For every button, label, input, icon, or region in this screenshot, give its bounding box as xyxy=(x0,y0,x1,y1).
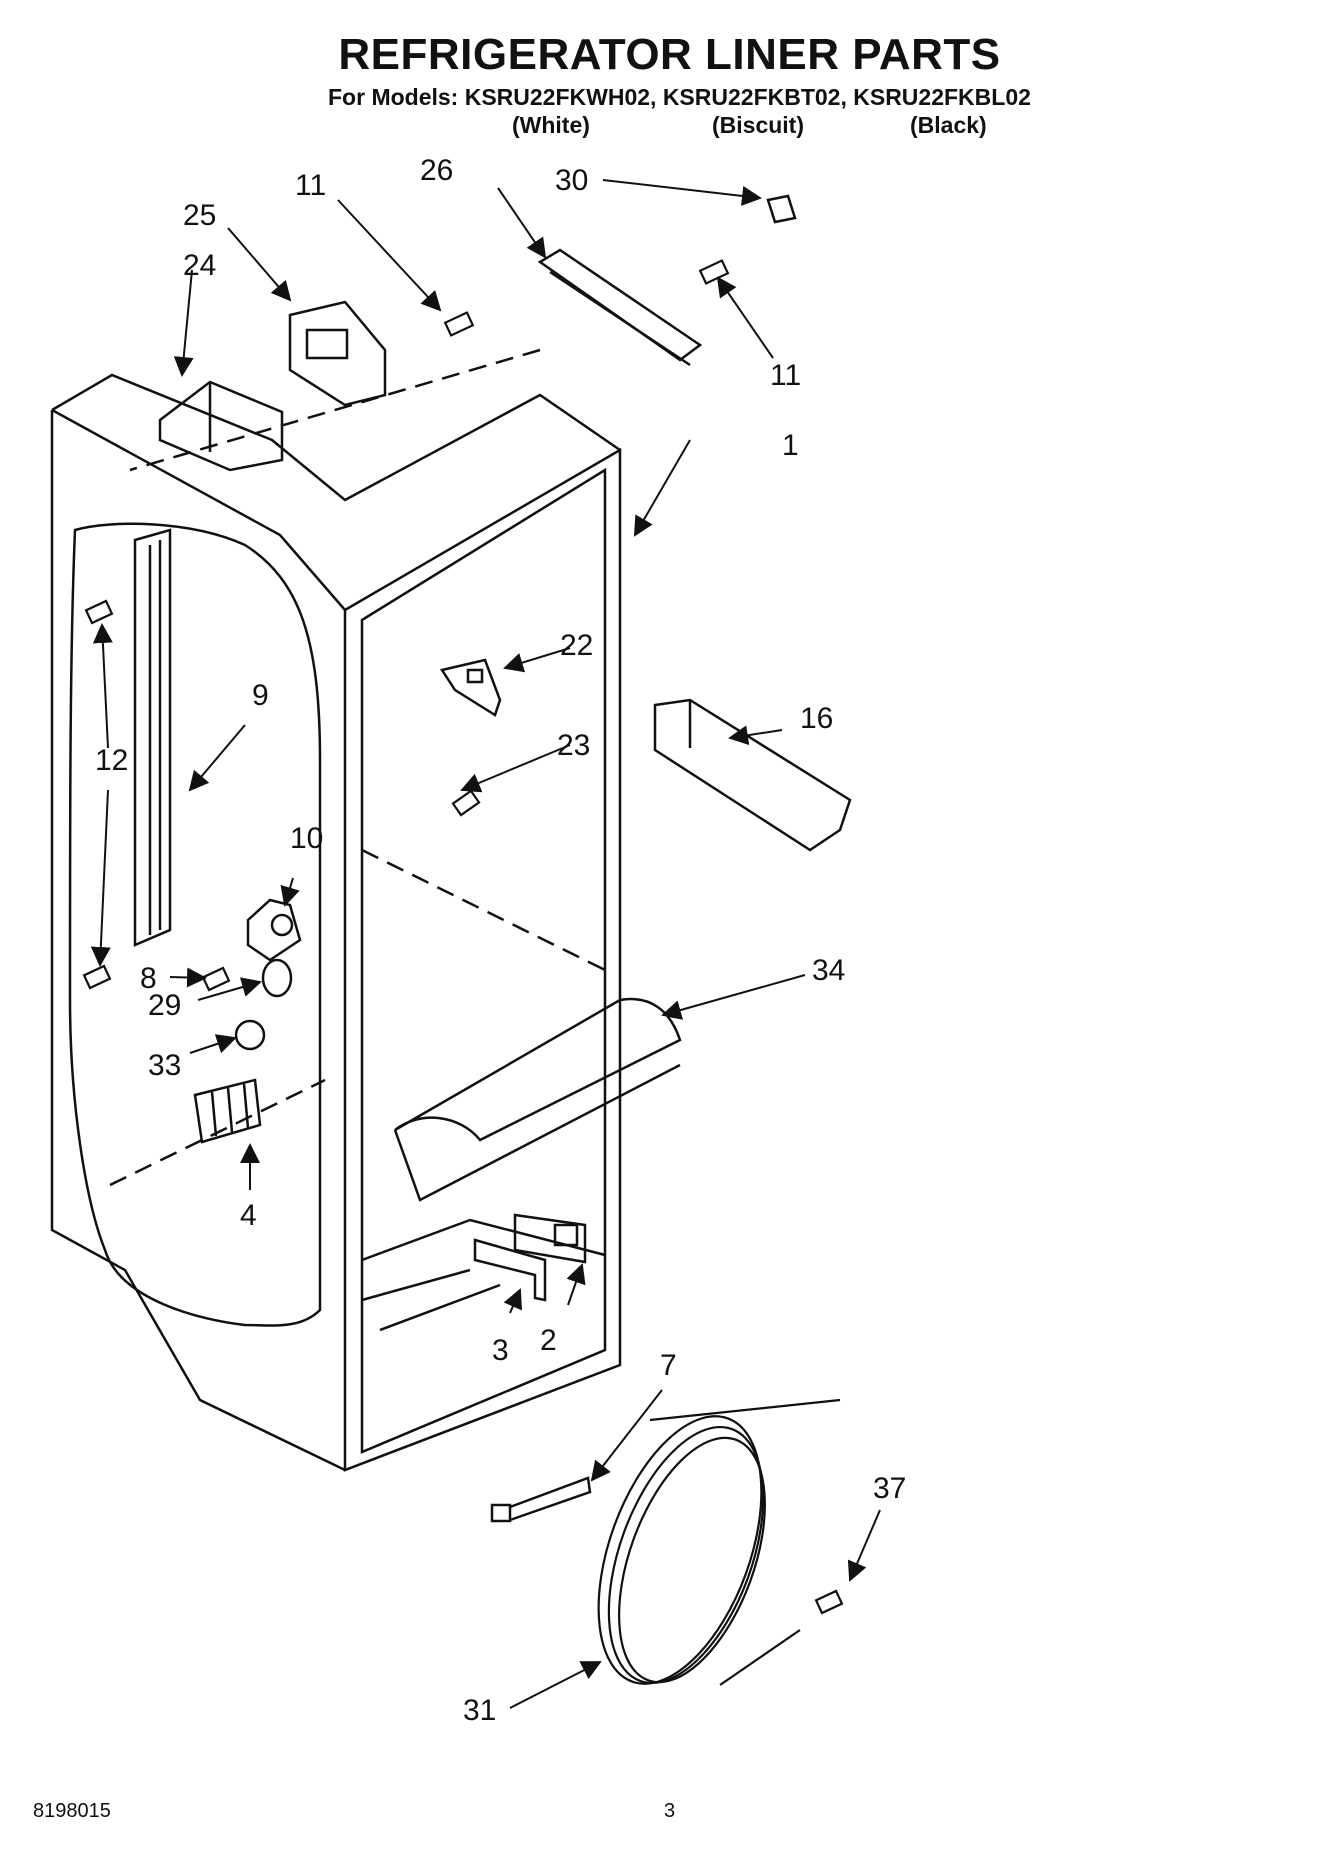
part-7-cable-tie xyxy=(490,1476,592,1523)
callout-31: 31 xyxy=(463,1694,496,1727)
callout-3: 3 xyxy=(492,1334,509,1367)
part-31-wire-coil xyxy=(597,1398,841,1686)
callout-12: 12 xyxy=(95,744,128,777)
part-34-cover xyxy=(393,997,682,1202)
part-25-bracket xyxy=(288,300,387,407)
callout-8: 8 xyxy=(140,962,157,995)
callout-22: 22 xyxy=(560,629,593,662)
part-22-bracket xyxy=(439,658,502,717)
callout-16: 16 xyxy=(800,702,833,735)
callout-4: 4 xyxy=(240,1199,257,1232)
variant-white: (White) xyxy=(512,112,590,138)
callout-34: 34 xyxy=(812,954,845,987)
part-24-housing xyxy=(158,380,284,472)
callout-1: 1 xyxy=(782,429,799,462)
part-26-channel xyxy=(537,248,703,367)
callout-26: 26 xyxy=(420,154,453,187)
callout-2: 2 xyxy=(540,1324,557,1357)
callout-11-right: 11 xyxy=(770,359,801,392)
liner-body xyxy=(50,348,622,1472)
callout-leaders xyxy=(90,179,881,1709)
part-4-vent xyxy=(193,1078,262,1144)
part-16-rail xyxy=(653,698,852,852)
page-number: 3 xyxy=(664,1800,676,1822)
variant-biscuit: (Biscuit) xyxy=(712,112,804,138)
page-title: REFRIGERATOR LINER PARTS xyxy=(338,30,1001,79)
part-10-socket xyxy=(246,898,302,962)
callout-23: 23 xyxy=(557,729,590,762)
doc-number: 8198015 xyxy=(33,1800,111,1822)
part-9-rail xyxy=(133,528,172,947)
callout-11-left: 11 xyxy=(295,169,326,202)
callout-labels: 1 2 3 4 7 8 9 10 11 11 12 16 22 23 24 25… xyxy=(95,154,906,1727)
callout-33: 33 xyxy=(148,1049,181,1082)
callout-10: 10 xyxy=(290,822,323,855)
callout-25: 25 xyxy=(183,199,216,232)
callout-30: 30 xyxy=(555,164,588,197)
variant-black: (Black) xyxy=(910,112,987,138)
callout-37: 37 xyxy=(873,1472,906,1505)
part-2-3-brackets xyxy=(473,1213,587,1302)
part-29-33-bulb xyxy=(234,958,293,1051)
part-30-clip xyxy=(766,194,797,224)
callout-7: 7 xyxy=(660,1349,677,1382)
models-line: For Models: KSRU22FKWH02, KSRU22FKBT02, … xyxy=(328,84,1031,110)
callout-9: 9 xyxy=(252,679,269,712)
callout-24: 24 xyxy=(183,249,216,282)
callout-29: 29 xyxy=(148,989,181,1022)
